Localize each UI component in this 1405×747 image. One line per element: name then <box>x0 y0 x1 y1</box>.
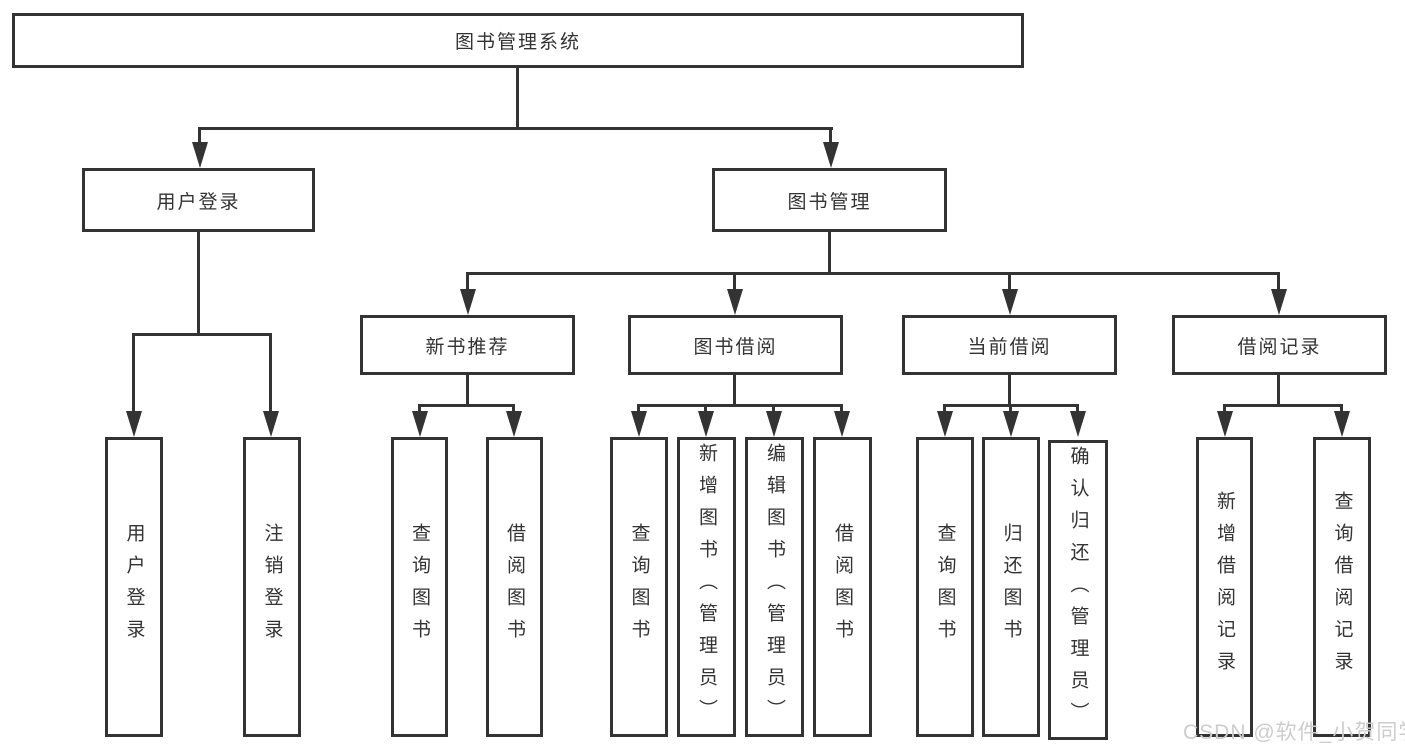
node-label: 借阅图书 <box>832 523 853 651</box>
connector <box>772 404 775 416</box>
node-label: 编辑图书（管理员） <box>764 443 785 731</box>
connector <box>466 272 1280 275</box>
node-borrow-records: 借阅记录 <box>1172 315 1387 375</box>
arrowhead-down <box>698 411 714 437</box>
connector <box>637 404 843 407</box>
arrowhead-down <box>506 411 522 437</box>
node-label: 当前借阅 <box>967 336 1052 358</box>
arrowhead-down <box>834 411 850 437</box>
leaf-add-borrow-record: 新增借阅记录 <box>1196 437 1253 737</box>
node-label: 图书管理系统 <box>454 32 581 53</box>
arrowhead-down <box>1002 289 1018 315</box>
connector <box>516 68 519 129</box>
node-new-book-recommend: 新书推荐 <box>360 315 575 375</box>
connector <box>637 404 640 416</box>
arrowhead-down <box>1271 289 1287 315</box>
node-label: 图书借阅 <box>693 336 778 358</box>
arrowhead-down <box>766 411 782 437</box>
node-label: 用户登录 <box>156 191 241 213</box>
connector <box>512 404 515 416</box>
arrowhead-down <box>727 289 743 315</box>
connector <box>466 272 469 292</box>
connector <box>1008 272 1011 292</box>
arrowhead-down <box>1217 411 1233 437</box>
leaf-logout: 注销登录 <box>243 437 301 737</box>
node-book-borrow: 图书借阅 <box>628 315 843 375</box>
connector <box>197 232 200 336</box>
connector <box>733 375 736 407</box>
arrowhead-down <box>823 142 839 168</box>
connector <box>418 404 421 416</box>
leaf-add-books-admin: 新增图书（管理员） <box>677 437 736 737</box>
node-label: 图书管理 <box>787 191 872 213</box>
node-user-login: 用户登录 <box>82 168 315 232</box>
arrowhead-down <box>1334 411 1350 437</box>
leaf-borrow-books: 借阅图书 <box>813 437 872 737</box>
arrowhead-down <box>263 411 279 437</box>
connector <box>198 127 201 147</box>
leaf-edit-books-admin: 编辑图书（管理员） <box>745 437 804 737</box>
leaf-confirm-return-admin: 确认归还（管理员） <box>1048 440 1108 740</box>
node-label: 查询图书 <box>628 523 650 651</box>
connector <box>132 333 272 336</box>
leaf-return-books: 归还图书 <box>982 437 1040 737</box>
arrowhead-down <box>412 411 428 437</box>
leaf-borrow-books-recommend: 借阅图书 <box>486 437 543 737</box>
connector <box>733 272 736 292</box>
connector <box>132 333 135 417</box>
arrowhead-down <box>1070 411 1086 437</box>
connector <box>1277 272 1280 292</box>
node-label: 新增图书（管理员） <box>696 443 717 731</box>
connector <box>1340 404 1343 416</box>
node-label: 查询图书 <box>409 523 430 651</box>
leaf-query-books-borrow: 查询图书 <box>610 437 668 737</box>
node-label: 归还图书 <box>1000 523 1022 651</box>
connector <box>943 404 946 416</box>
arrowhead-down <box>460 289 476 315</box>
connector <box>1277 375 1280 407</box>
connector <box>828 232 831 274</box>
arrowhead-down <box>1003 411 1019 437</box>
node-root-system: 图书管理系统 <box>12 13 1024 68</box>
connector <box>1076 404 1079 416</box>
node-label: 注销登录 <box>261 523 283 651</box>
node-current-borrow: 当前借阅 <box>902 315 1117 375</box>
csdn-watermark: CSDN @软件_小贺同学 <box>1183 721 1405 744</box>
connector <box>418 404 515 407</box>
arrowhead-down <box>937 411 953 437</box>
arrowhead-down <box>192 142 208 168</box>
leaf-query-books-recommend: 查询图书 <box>391 437 448 737</box>
node-label: 新增借阅记录 <box>1214 491 1235 683</box>
connector <box>198 127 833 130</box>
leaf-user-login: 用户登录 <box>105 437 163 737</box>
node-label: 新书推荐 <box>425 336 510 358</box>
node-label: 查询图书 <box>934 523 956 651</box>
leaf-query-books-current: 查询图书 <box>916 437 974 737</box>
node-label: 查询借阅记录 <box>1331 491 1353 683</box>
node-label: 用户登录 <box>123 523 145 651</box>
connector <box>1009 404 1012 416</box>
node-label: 借阅图书 <box>504 523 525 651</box>
connector <box>1223 404 1343 407</box>
connector <box>269 333 272 417</box>
connector <box>466 375 469 407</box>
connector <box>1223 404 1226 416</box>
arrowhead-down <box>126 411 142 437</box>
connector <box>840 404 843 416</box>
node-book-management: 图书管理 <box>712 168 947 232</box>
connector <box>829 127 832 147</box>
node-label: 借阅记录 <box>1237 336 1322 358</box>
connector <box>1008 375 1011 407</box>
connector <box>704 404 707 416</box>
leaf-query-borrow-record: 查询借阅记录 <box>1313 437 1371 737</box>
node-label: 确认归还（管理员） <box>1067 446 1089 734</box>
arrowhead-down <box>631 411 647 437</box>
